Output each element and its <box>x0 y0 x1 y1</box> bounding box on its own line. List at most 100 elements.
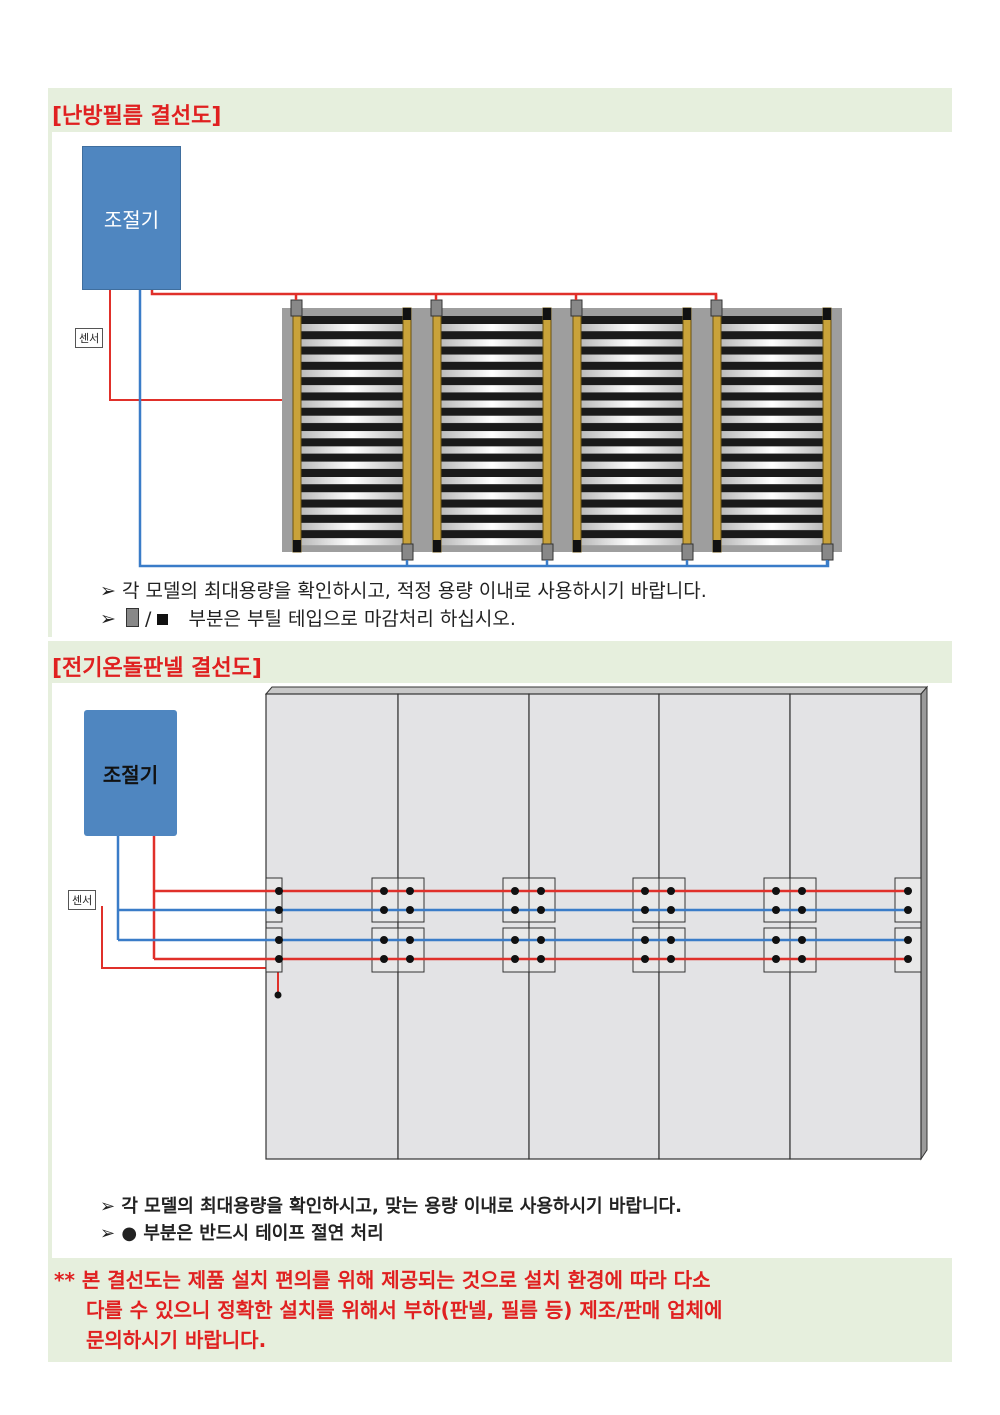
connector-black <box>293 540 301 552</box>
film-gap-stripe <box>300 477 404 484</box>
section1-note-2: ➢ / 부분은 부틸 테입으로 마감처리 하십시오. <box>100 608 516 630</box>
film-gap-stripe <box>580 369 684 377</box>
film-carbon-stripe <box>300 316 404 324</box>
film-gap-stripe <box>720 446 824 454</box>
film-gap-stripe <box>720 369 824 377</box>
connector-black <box>573 540 581 552</box>
film-gap-stripe <box>720 400 824 408</box>
film-gap-stripe <box>440 461 544 469</box>
film-carbon-stripe <box>300 331 404 340</box>
terminal-dot <box>667 887 675 895</box>
film-carbon-stripe <box>580 514 684 523</box>
film-gap-stripe <box>720 354 824 362</box>
film-gap-stripe <box>580 415 684 423</box>
connector-box <box>763 927 791 973</box>
ondol-panel-4 <box>658 693 791 1160</box>
terminal-dot <box>406 887 414 895</box>
terminal-dot <box>275 955 283 963</box>
film-carbon-stripe <box>720 530 824 539</box>
film-gap-stripe <box>720 507 824 515</box>
terminal-dot <box>798 936 806 944</box>
film-carbon-stripe <box>580 484 684 493</box>
terminal-dot <box>275 936 283 944</box>
film-gap-stripe <box>300 522 404 530</box>
terminal-dot <box>904 936 912 944</box>
connector-box <box>265 927 283 973</box>
film-carbon-stripe <box>300 361 404 370</box>
film-gap-stripe <box>580 522 684 530</box>
terminal-dot <box>667 936 675 944</box>
connector-box <box>894 877 922 923</box>
film-gap-stripe <box>580 446 684 454</box>
connector-black <box>683 308 691 320</box>
terminal-dot <box>537 955 545 963</box>
connector-black <box>823 308 831 320</box>
film-gap-stripe <box>440 400 544 408</box>
film-gap-stripe <box>720 492 824 500</box>
connector-box <box>528 877 556 923</box>
heating-film-4 <box>702 294 842 566</box>
film-carbon-stripe <box>300 438 404 447</box>
terminal-dot <box>772 936 780 944</box>
disclaimer: ** 본 결선도는 제품 설치 편의를 위해 제공되는 것으로 설치 환경에 따… <box>54 1265 954 1355</box>
film-gap-stripe <box>440 385 544 393</box>
film-gap-stripe <box>300 354 404 362</box>
film-gap-stripe <box>720 324 824 331</box>
section1-left-border <box>48 132 52 637</box>
film-gap-stripe <box>440 324 544 331</box>
film-gap-stripe <box>440 477 544 484</box>
film-carbon-stripe <box>580 438 684 447</box>
film-carbon-stripe <box>440 361 544 370</box>
ondol-panel-2 <box>397 693 530 1160</box>
film-carbon-stripe <box>300 514 404 523</box>
film-carbon-stripe <box>720 407 824 416</box>
disclaimer-bg <box>48 1258 952 1362</box>
connector-black <box>403 308 411 320</box>
film-carbon-stripe <box>440 469 544 477</box>
film-carbon-stripe <box>440 316 544 324</box>
connector-box <box>789 927 817 973</box>
film-gap-stripe <box>440 339 544 347</box>
film-gap-stripe <box>440 446 544 454</box>
film-carbon-stripe <box>720 392 824 401</box>
film-gap-stripe <box>440 369 544 377</box>
film-gap-stripe <box>300 339 404 347</box>
connector-box <box>789 877 817 923</box>
film-gap-stripe <box>580 507 684 515</box>
film-carbon-stripe <box>720 469 824 477</box>
film-carbon-stripe <box>300 499 404 508</box>
film-gap-stripe <box>300 415 404 423</box>
film-gap-stripe <box>300 538 404 546</box>
film-carbon-stripe <box>440 438 544 447</box>
film-carbon-stripe <box>300 392 404 401</box>
heating-film-2 <box>422 294 562 566</box>
section1-title: [난방필름 결선도] <box>52 104 222 129</box>
panel-right-edge <box>920 685 928 1161</box>
film-carbon-stripe <box>580 361 684 370</box>
terminal-dot <box>380 906 388 914</box>
section1-note-1: ➢ 각 모델의 최대용량을 확인하시고, 적정 용량 이내로 사용하시기 바랍니… <box>100 580 707 602</box>
film-gap-stripe <box>720 385 824 393</box>
sensor-label-1: 센서 <box>75 328 104 348</box>
film-gap-stripe <box>580 461 684 469</box>
film-carbon-stripe <box>440 392 544 401</box>
terminal-dot <box>904 906 912 914</box>
section2-left-border <box>48 683 52 1258</box>
connector-box <box>371 927 399 973</box>
terminal-dot <box>380 887 388 895</box>
connector-box <box>528 927 556 973</box>
disclaimer-line-2: 다를 수 있으니 정확한 설치를 위해서 부하(판넬, 필름 등) 제조/판매 … <box>86 1298 723 1322</box>
ondol-panel-5 <box>789 693 922 1160</box>
terminal-dot <box>772 906 780 914</box>
sensor-wire-2 <box>101 906 279 992</box>
film-gap-stripe <box>300 461 404 469</box>
connector-black <box>543 308 551 320</box>
panel-top-edge <box>264 686 929 695</box>
connector-box <box>265 877 283 923</box>
terminal-dot <box>641 887 649 895</box>
film-carbon-stripe <box>300 484 404 493</box>
terminal-dot <box>380 955 388 963</box>
controller-label-2: 조절기 <box>102 762 159 787</box>
connector-box <box>371 877 399 923</box>
film-carbon-stripe <box>580 331 684 340</box>
